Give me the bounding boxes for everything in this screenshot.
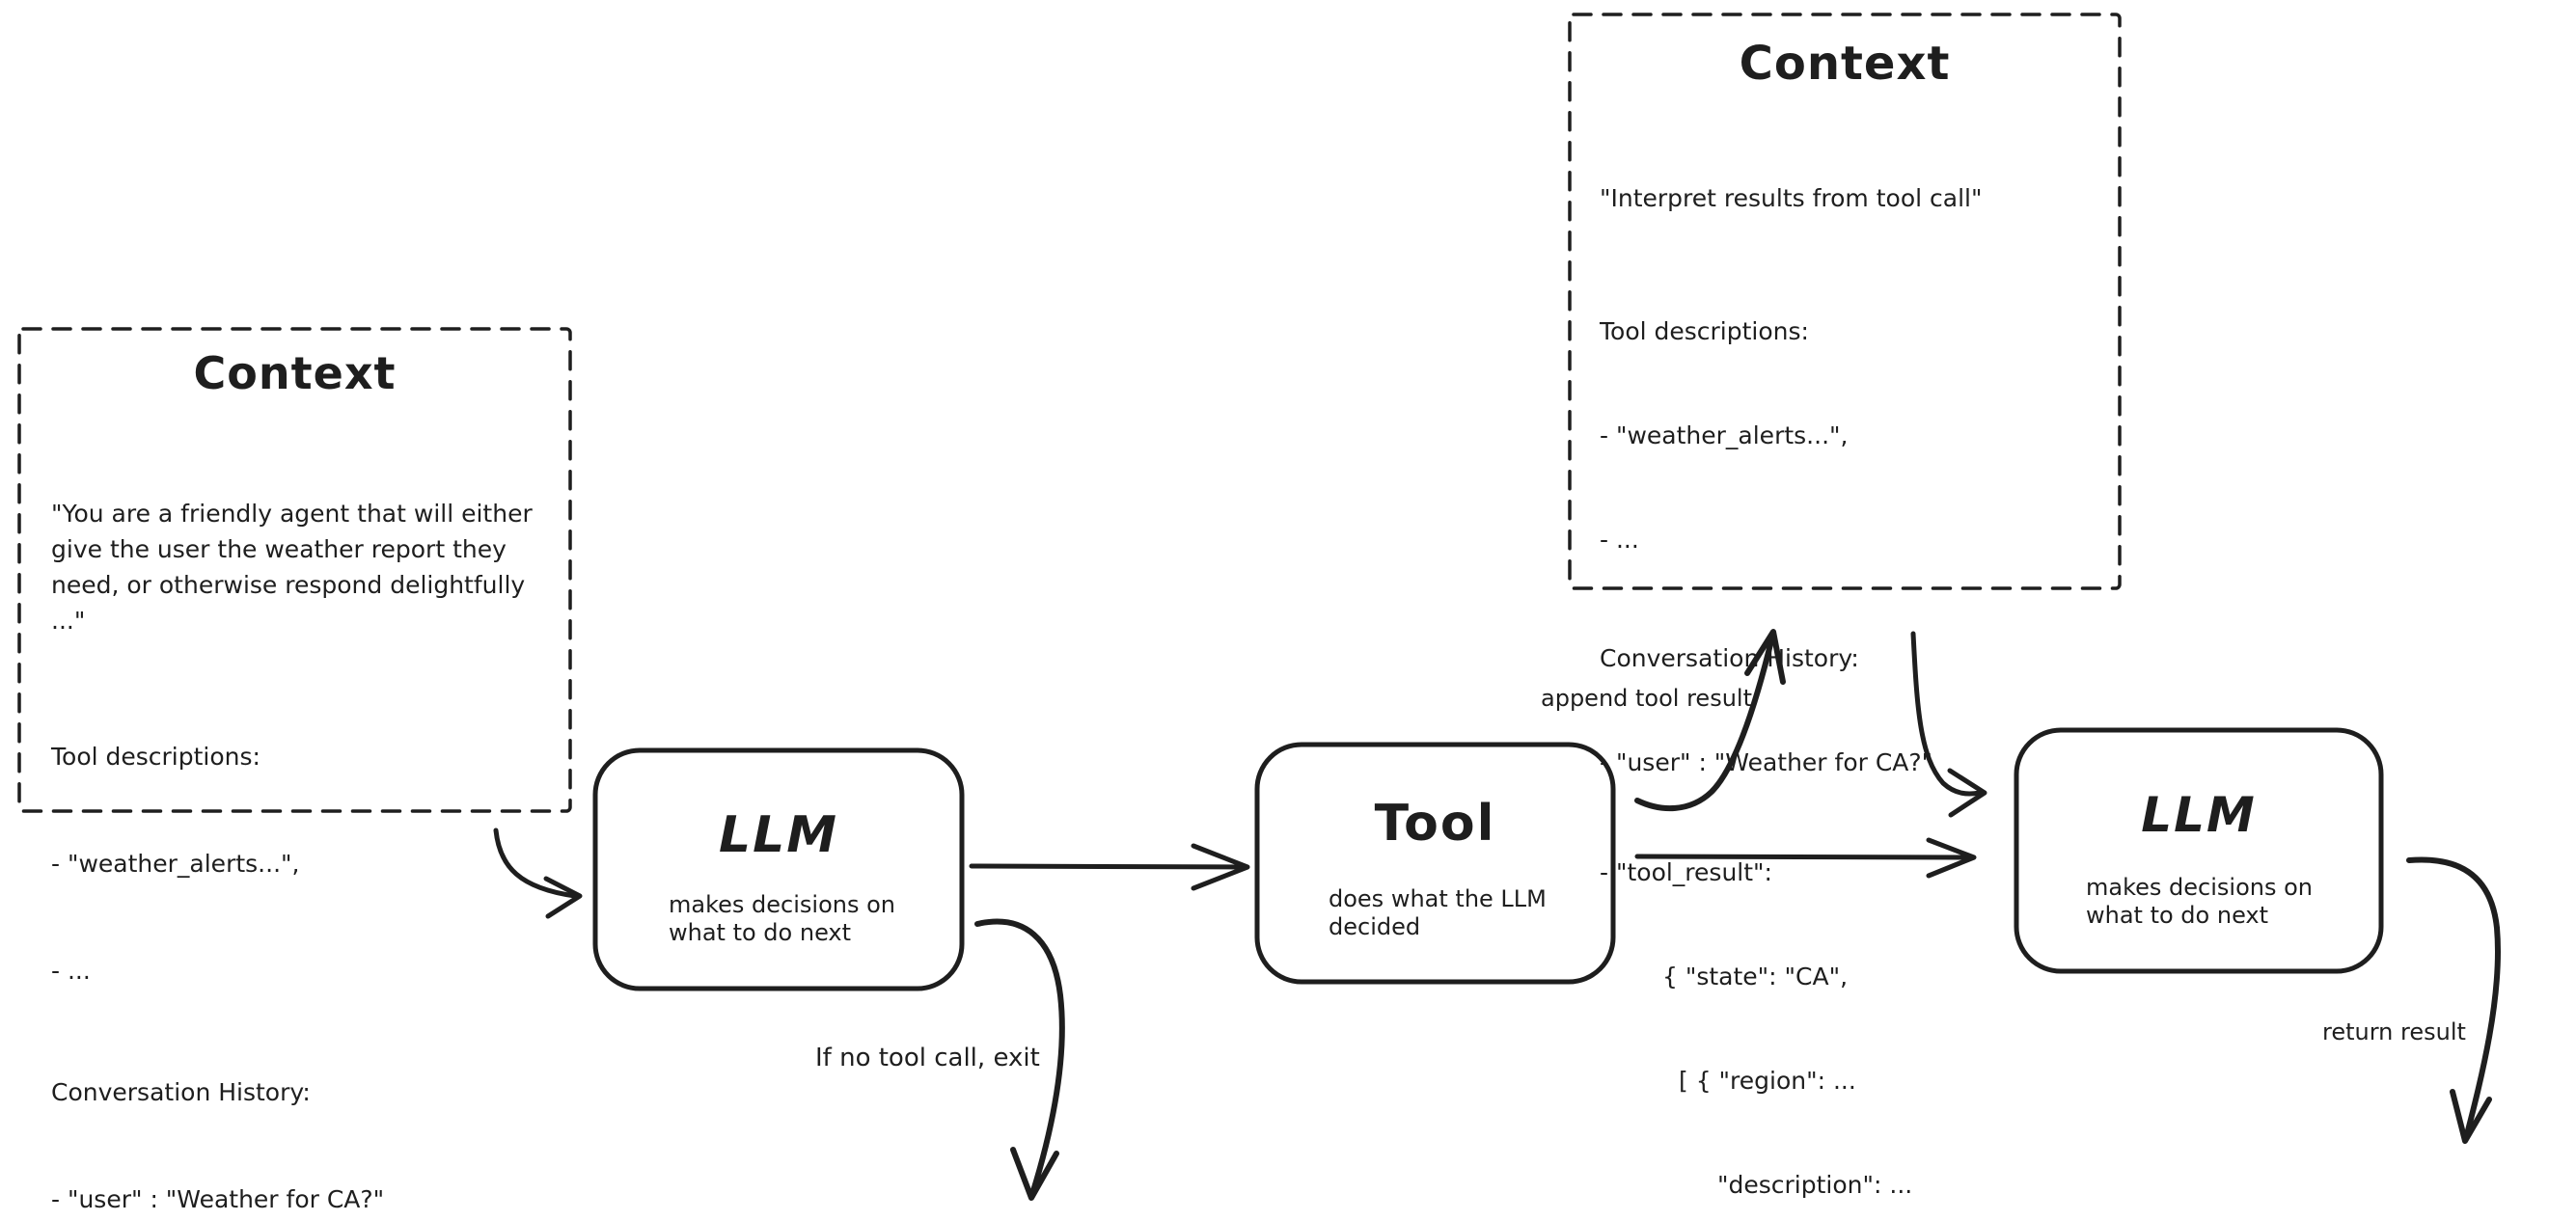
- llm-2-description-line: what to do next: [2086, 902, 2269, 929]
- context-top-title: Context: [1739, 37, 1951, 91]
- context-top-content: "Interpret results from tool call" Tool …: [1600, 112, 2101, 1221]
- arrow-tool-to-llm2: [1634, 837, 1977, 879]
- tool-result-line: [ { "region": ...: [1679, 1067, 1856, 1095]
- system-prompt-text: "You are a friendly agent that will eith…: [51, 500, 540, 635]
- llm-2-description: makes decisions on what to do next: [2086, 874, 2313, 930]
- system-prompt-text: "Interpret results from tool call": [1600, 184, 1983, 212]
- arrow-llm1-exit: [974, 918, 1065, 1201]
- llm-2-node-box: [2014, 727, 2384, 974]
- arrow-llm2-return: [2406, 856, 2501, 1144]
- tool-description-item: - "weather_alerts...",: [51, 850, 300, 878]
- conversation-item: - "user" : "Weather for CA?": [51, 1185, 385, 1213]
- tool-description-line: does what the LLM: [1329, 885, 1547, 912]
- context-left-title: Context: [193, 347, 397, 399]
- tool-title: Tool: [1374, 795, 1496, 853]
- tool-result-line: { "state": "CA",: [1662, 963, 1849, 990]
- tool-description-item: - "weather_alerts...",: [1600, 421, 1849, 449]
- llm-2-title: LLM: [2141, 787, 2257, 843]
- conversation-history-heading: Conversation History:: [51, 1078, 311, 1106]
- context-left-content: "You are a friendly agent that will eith…: [51, 424, 548, 1221]
- tool-result-line: "description": ...: [1717, 1171, 1913, 1199]
- llm-1-description-line: what to do next: [669, 919, 852, 946]
- context-left-box: [17, 327, 572, 813]
- tool-description-item: - ...: [51, 957, 91, 985]
- llm-1-description-line: makes decisions on: [669, 891, 895, 918]
- arrow-context-left-to-llm1: [493, 828, 583, 919]
- arrow-context-top-to-llm2: [1910, 631, 1987, 818]
- llm-2-description-line: makes decisions on: [2086, 874, 2313, 901]
- tool-description: does what the LLM decided: [1329, 885, 1547, 941]
- conversation-history-heading: Conversation History:: [1600, 644, 1859, 672]
- tool-node-box: [1254, 742, 1616, 985]
- tool-description-item: - ...: [1600, 526, 1639, 554]
- append-tool-result-label: append tool result: [1541, 685, 1752, 712]
- context-top-box: [1568, 13, 2122, 590]
- llm-1-title: LLM: [718, 806, 838, 864]
- no-tool-call-exit-label: If no tool call, exit: [815, 1044, 1040, 1072]
- llm-1-node-box: [592, 747, 965, 991]
- tool-descriptions-heading: Tool descriptions:: [51, 743, 260, 771]
- llm-1-description: makes decisions on what to do next: [669, 891, 895, 947]
- arrow-llm1-to-tool: [969, 843, 1250, 891]
- tool-descriptions-heading: Tool descriptions:: [1600, 317, 1809, 345]
- arrow-tool-to-context-top: [1634, 629, 1786, 812]
- conversation-item: - "tool_result":: [1600, 858, 1772, 886]
- return-result-label: return result: [2322, 1018, 2466, 1045]
- tool-description-line: decided: [1329, 913, 1421, 940]
- conversation-item: - "user" : "Weather for CA?": [1600, 748, 1933, 776]
